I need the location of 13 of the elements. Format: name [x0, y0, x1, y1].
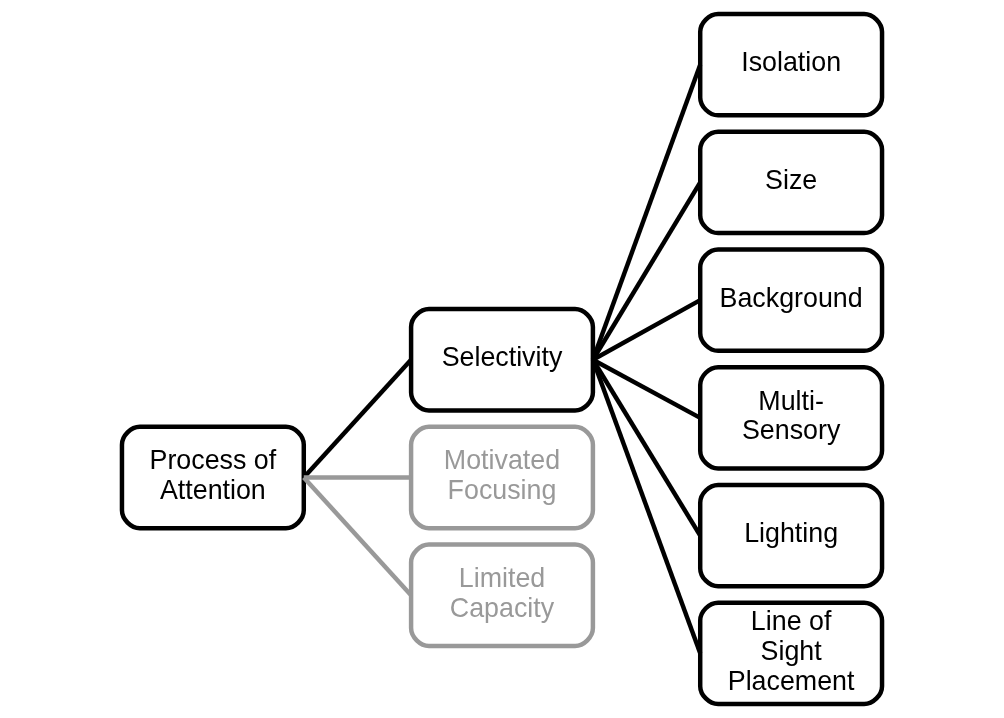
node-box: Line of Sight Placement	[698, 600, 885, 707]
node-box: Background	[698, 247, 885, 354]
node-box: Isolation	[698, 11, 885, 118]
node-box: Multi- Sensory	[698, 364, 885, 471]
connector	[590, 359, 703, 655]
connector	[303, 475, 412, 480]
node-box: Limited Capacity	[408, 542, 596, 649]
node-box: Selectivity	[408, 306, 596, 413]
connector	[590, 63, 703, 361]
node-box: Motivated Focusing	[408, 424, 596, 531]
node-box: Size	[698, 129, 885, 236]
node-box: Process of Attention	[119, 424, 306, 531]
node-box: Lighting	[698, 482, 885, 589]
